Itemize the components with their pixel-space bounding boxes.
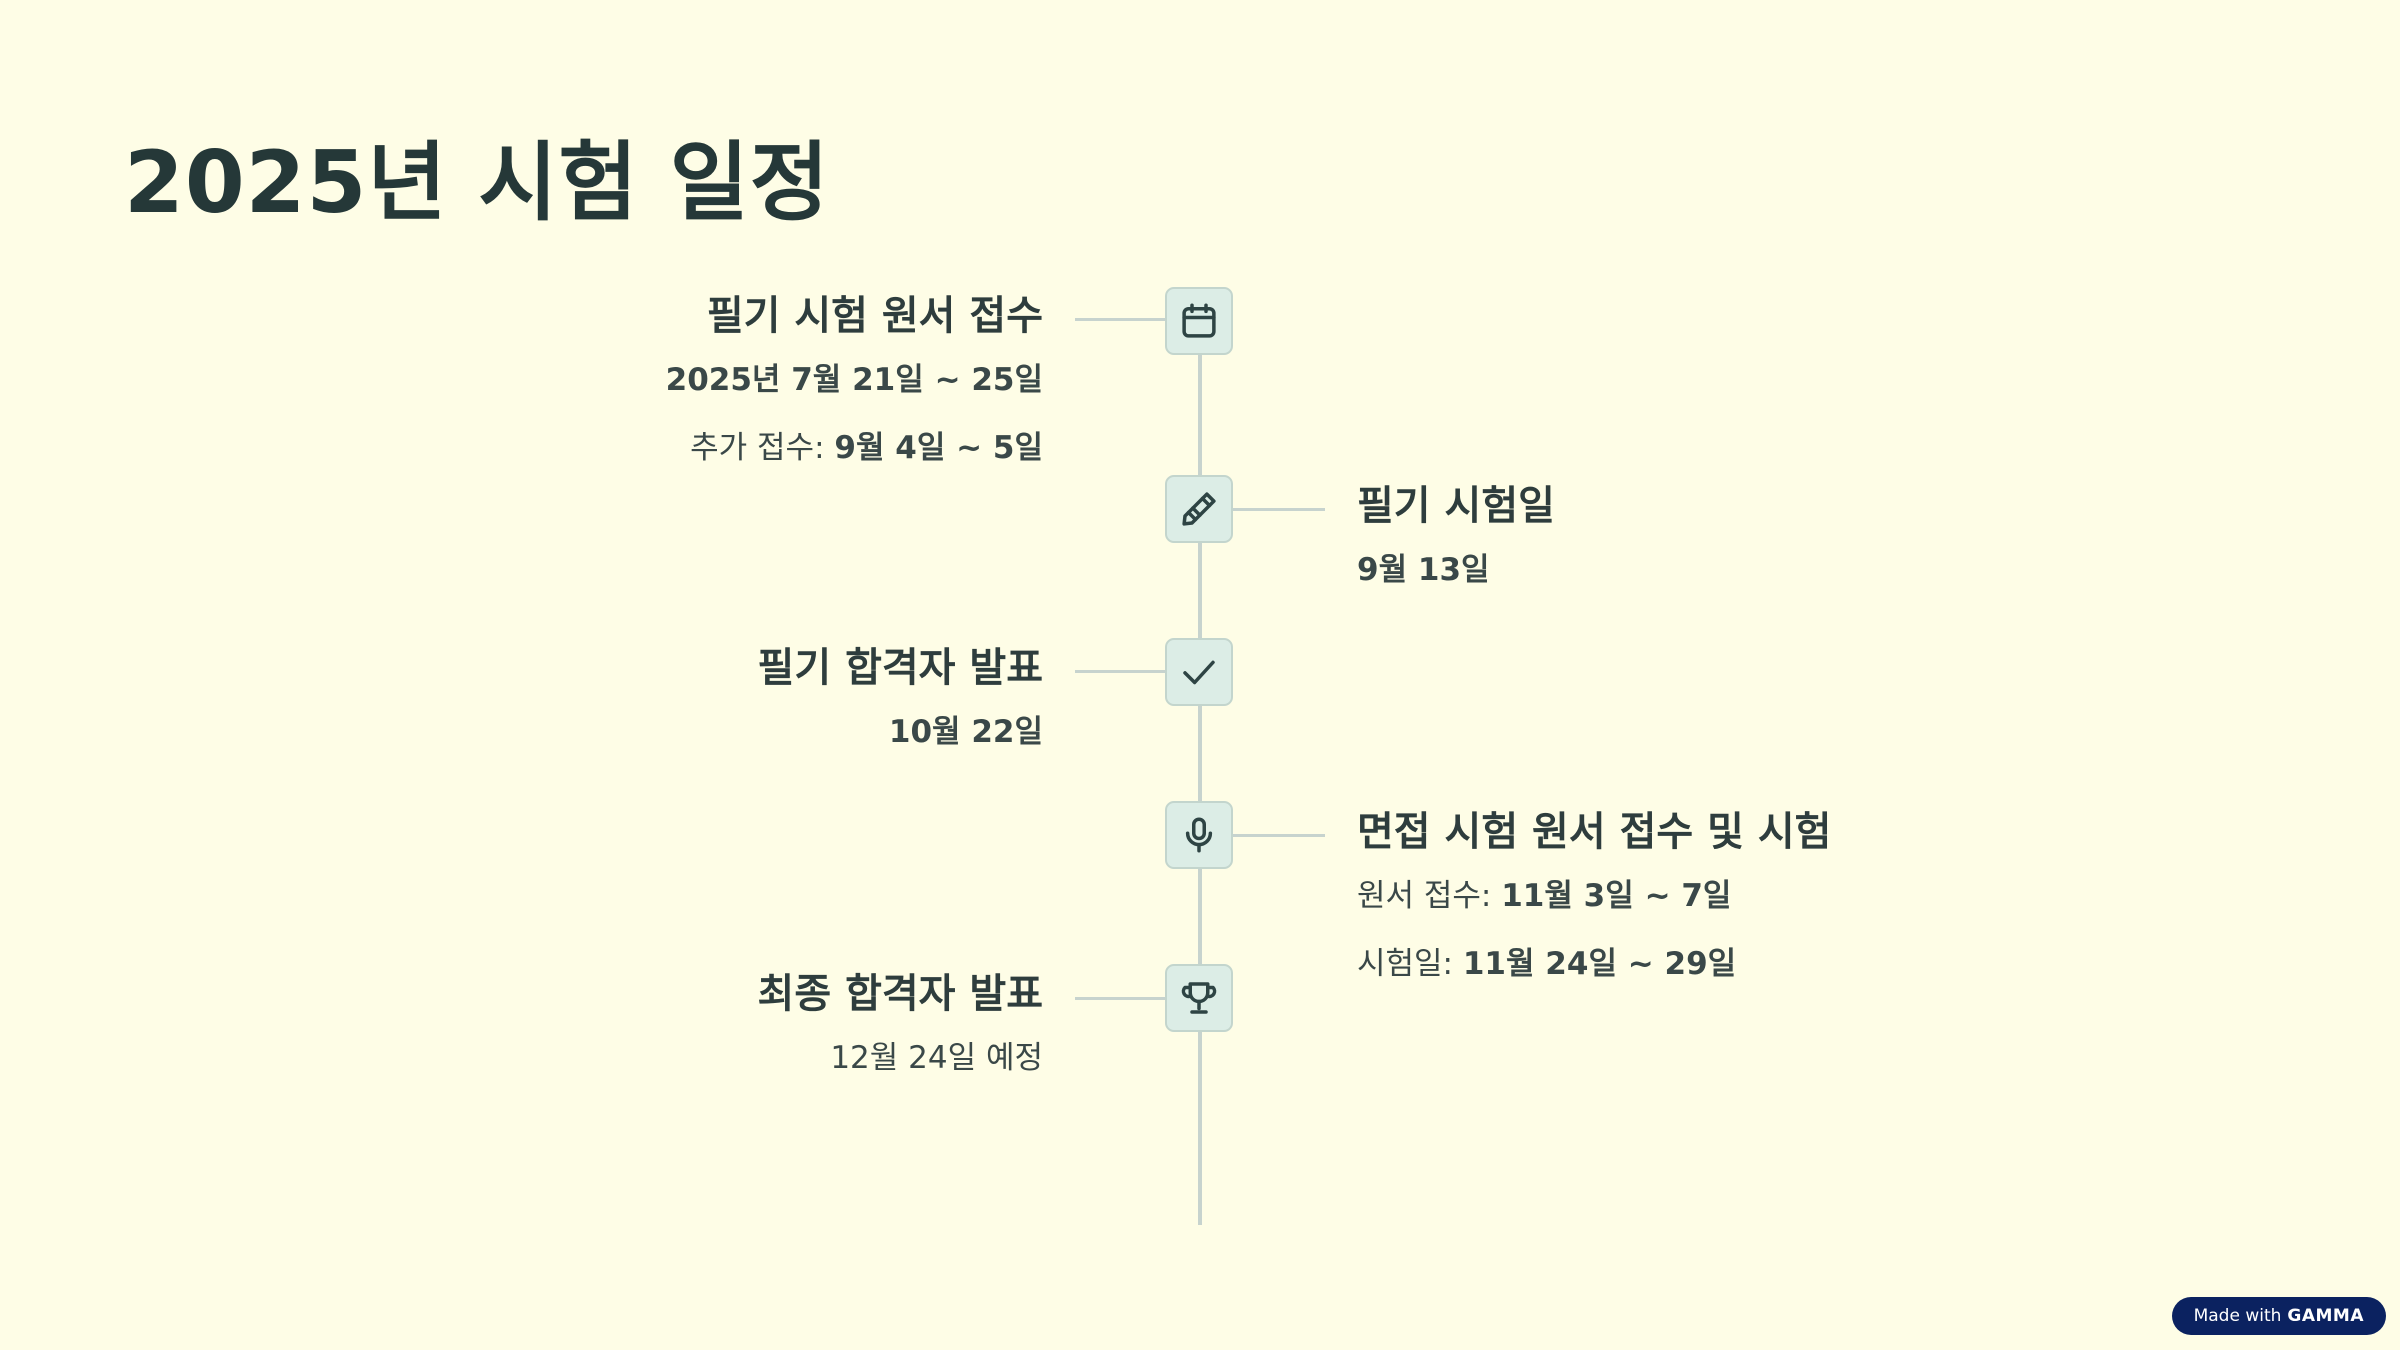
event-title: 필기 시험일 — [1357, 483, 1555, 529]
event-extra-date: 추가 접수: 9월 4일 ~ 5일 — [690, 430, 1043, 466]
calendar-icon — [1182, 303, 1216, 338]
event-exam-date: 시험일: 11월 24일 ~ 29일 — [1357, 946, 1737, 982]
event-written-application: 필기 시험 원서 접수 2025년 7월 21일 ~ 25일 추가 접수: 9월… — [443, 290, 1043, 470]
event-date: 2025년 7월 21일 ~ 25일 — [665, 362, 1043, 398]
connector-line — [1075, 670, 1165, 673]
event-title: 면접 시험 원서 접수 및 시험 — [1357, 809, 1832, 855]
event-title: 최종 합격자 발표 — [757, 971, 1043, 1017]
timeline-node-1 — [1165, 287, 1233, 355]
timeline-node-3 — [1165, 638, 1233, 706]
made-with-gamma-badge[interactable]: Made with GAMMA — [2171, 1297, 2386, 1335]
trophy-icon — [1181, 982, 1217, 1014]
connector-line — [1233, 834, 1325, 837]
event-title: 필기 합격자 발표 — [757, 645, 1043, 691]
connector-line — [1075, 318, 1165, 321]
event-written-exam: 필기 시험일 9월 13일 — [1357, 480, 2057, 592]
microphone-icon — [1185, 817, 1213, 853]
check-icon — [1183, 660, 1215, 685]
event-date: 10월 22일 — [888, 714, 1043, 750]
event-date: 12월 24일 예정 — [830, 1040, 1043, 1076]
event-final-results: 최종 합격자 발표 12월 24일 예정 — [443, 968, 1043, 1080]
badge-prefix: Made with — [2193, 1306, 2282, 1326]
connector-line — [1075, 997, 1165, 1000]
event-title: 필기 시험 원서 접수 — [706, 293, 1043, 339]
event-date: 9월 13일 — [1357, 552, 1490, 588]
event-interview: 면접 시험 원서 접수 및 시험 원서 접수: 11월 3일 ~ 7일 시험일:… — [1357, 806, 2057, 986]
gamma-logo: GAMMA — [2287, 1306, 2364, 1326]
event-written-results: 필기 합격자 발표 10월 22일 — [443, 642, 1043, 754]
timeline-node-2 — [1165, 475, 1233, 543]
connector-line — [1233, 508, 1325, 511]
timeline-node-5 — [1165, 964, 1233, 1032]
timeline-node-4 — [1165, 801, 1233, 869]
event-application-date: 원서 접수: 11월 3일 ~ 7일 — [1357, 878, 1732, 914]
pencil-icon — [1182, 492, 1216, 526]
timeline-line — [1198, 320, 1202, 1225]
page-title: 2025년 시험 일정 — [124, 133, 830, 233]
